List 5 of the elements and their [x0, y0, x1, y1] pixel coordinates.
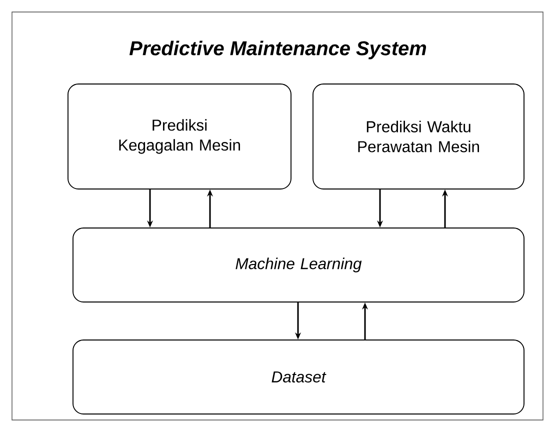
- process-box: Machine Learning: [72, 228, 524, 302]
- process-box: Dataset: [72, 340, 524, 414]
- title: Predictive Maintenance System: [129, 40, 426, 60]
- process-box: Prediksi Waktu Perawatan Mesin: [312, 84, 524, 190]
- process-box: Prediksi Kegagalan Mesin: [68, 84, 292, 190]
